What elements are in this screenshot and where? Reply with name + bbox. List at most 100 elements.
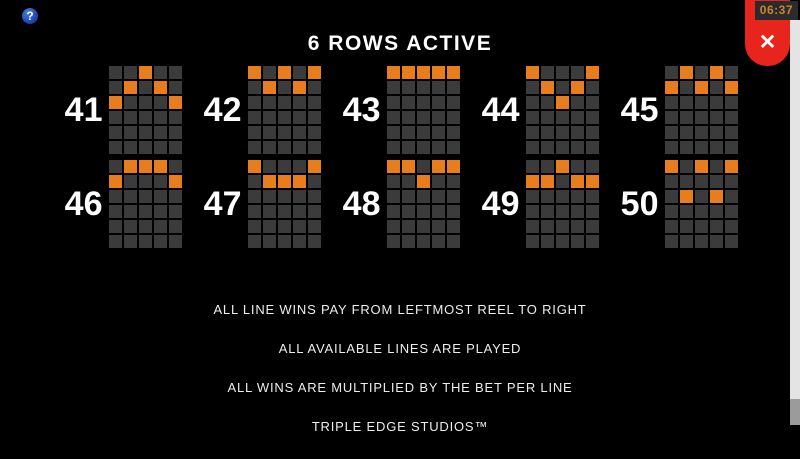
- payline-cell: [138, 81, 152, 94]
- payline-cell: [292, 220, 306, 233]
- payline-cell: [123, 235, 137, 248]
- payline-cell-active: [153, 160, 167, 173]
- payline-number: 44: [481, 91, 520, 129]
- payline-cell: [168, 81, 182, 94]
- payline-cell: [108, 235, 122, 248]
- payline-cell: [709, 81, 723, 94]
- payline-cell: [525, 235, 539, 248]
- payline-cell: [540, 205, 554, 218]
- payline-cell-active: [555, 96, 569, 109]
- payline-cell-active: [123, 160, 137, 173]
- payline-cell: [446, 111, 460, 124]
- payline-cell: [679, 96, 693, 109]
- payline-cell: [570, 235, 584, 248]
- footer: ALL LINE WINS PAY FROM LEFTMOST REEL TO …: [0, 303, 800, 459]
- payline-cell: [664, 205, 678, 218]
- payline-cell: [446, 175, 460, 188]
- payline-cell: [401, 81, 415, 94]
- payline-cell: [694, 66, 708, 79]
- payline-cell: [570, 141, 584, 154]
- payline-cell: [307, 235, 321, 248]
- payline-cell: [307, 220, 321, 233]
- payline-cell: [277, 235, 291, 248]
- payline-cell-active: [431, 160, 445, 173]
- payline-cell: [570, 66, 584, 79]
- payline-cell-active: [277, 175, 291, 188]
- payline-cell: [709, 175, 723, 188]
- payline-cell-active: [679, 190, 693, 203]
- payline-cell: [585, 190, 599, 203]
- payline-number: 49: [481, 185, 520, 223]
- payline-number: 46: [64, 185, 103, 223]
- payline-cell: [292, 205, 306, 218]
- payline-cell: [153, 66, 167, 79]
- payline-cell: [664, 66, 678, 79]
- payline-cell: [123, 96, 137, 109]
- payline-cell: [168, 235, 182, 248]
- help-button[interactable]: ?: [22, 8, 38, 24]
- payline-cell: [277, 126, 291, 139]
- payline-cell: [401, 190, 415, 203]
- scrollbar-thumb[interactable]: [790, 399, 800, 425]
- payline-cell: [277, 111, 291, 124]
- payline-number: 47: [203, 185, 242, 223]
- payline-cell-active: [401, 160, 415, 173]
- payline-cell: [664, 111, 678, 124]
- payline-cell: [123, 66, 137, 79]
- payline-grid: [386, 160, 460, 248]
- payline-cell: [416, 205, 430, 218]
- payline-cell: [555, 66, 569, 79]
- payline-cell: [724, 235, 738, 248]
- payline-47: 47: [202, 160, 321, 248]
- payline-cell: [540, 126, 554, 139]
- payline-cell: [401, 96, 415, 109]
- payline-cell: [525, 81, 539, 94]
- payline-cell: [540, 190, 554, 203]
- payline-cell: [724, 96, 738, 109]
- payline-cell: [525, 205, 539, 218]
- payline-cell: [168, 141, 182, 154]
- footer-line: ALL AVAILABLE LINES ARE PLAYED: [278, 341, 522, 356]
- page-title: 6 ROWS ACTIVE: [307, 32, 493, 55]
- payline-cell: [585, 81, 599, 94]
- payline-cell-active: [123, 81, 137, 94]
- payline-cell: [446, 81, 460, 94]
- payline-cell-active: [247, 66, 261, 79]
- payline-cell-active: [694, 81, 708, 94]
- payline-grid: [386, 66, 460, 154]
- payline-cell: [416, 235, 430, 248]
- payline-cell: [555, 190, 569, 203]
- payline-cell: [386, 96, 400, 109]
- payline-cell: [247, 235, 261, 248]
- payline-cell: [153, 175, 167, 188]
- payline-cell: [401, 220, 415, 233]
- payline-cell: [525, 220, 539, 233]
- payline-cell-active: [431, 66, 445, 79]
- scrollbar-track[interactable]: [790, 20, 800, 425]
- payline-cell: [153, 190, 167, 203]
- payline-cell: [664, 96, 678, 109]
- payline-cell: [307, 126, 321, 139]
- payline-cell: [386, 190, 400, 203]
- payline-cell: [138, 111, 152, 124]
- payline-cell: [709, 96, 723, 109]
- payline-cell: [138, 220, 152, 233]
- payline-cell: [694, 96, 708, 109]
- payline-cell: [108, 66, 122, 79]
- payline-cell: [108, 126, 122, 139]
- payline-cell-active: [664, 160, 678, 173]
- payline-cell: [153, 205, 167, 218]
- payline-cell: [724, 190, 738, 203]
- payline-41: 41: [63, 66, 182, 154]
- payline-number: 42: [203, 91, 242, 129]
- payline-cell: [401, 175, 415, 188]
- payline-cell: [401, 205, 415, 218]
- payline-cell-active: [724, 160, 738, 173]
- payline-cell: [664, 141, 678, 154]
- payline-cell: [709, 141, 723, 154]
- payline-cell: [570, 160, 584, 173]
- payline-cell: [292, 141, 306, 154]
- payline-grid: [247, 160, 321, 248]
- payline-cell: [386, 175, 400, 188]
